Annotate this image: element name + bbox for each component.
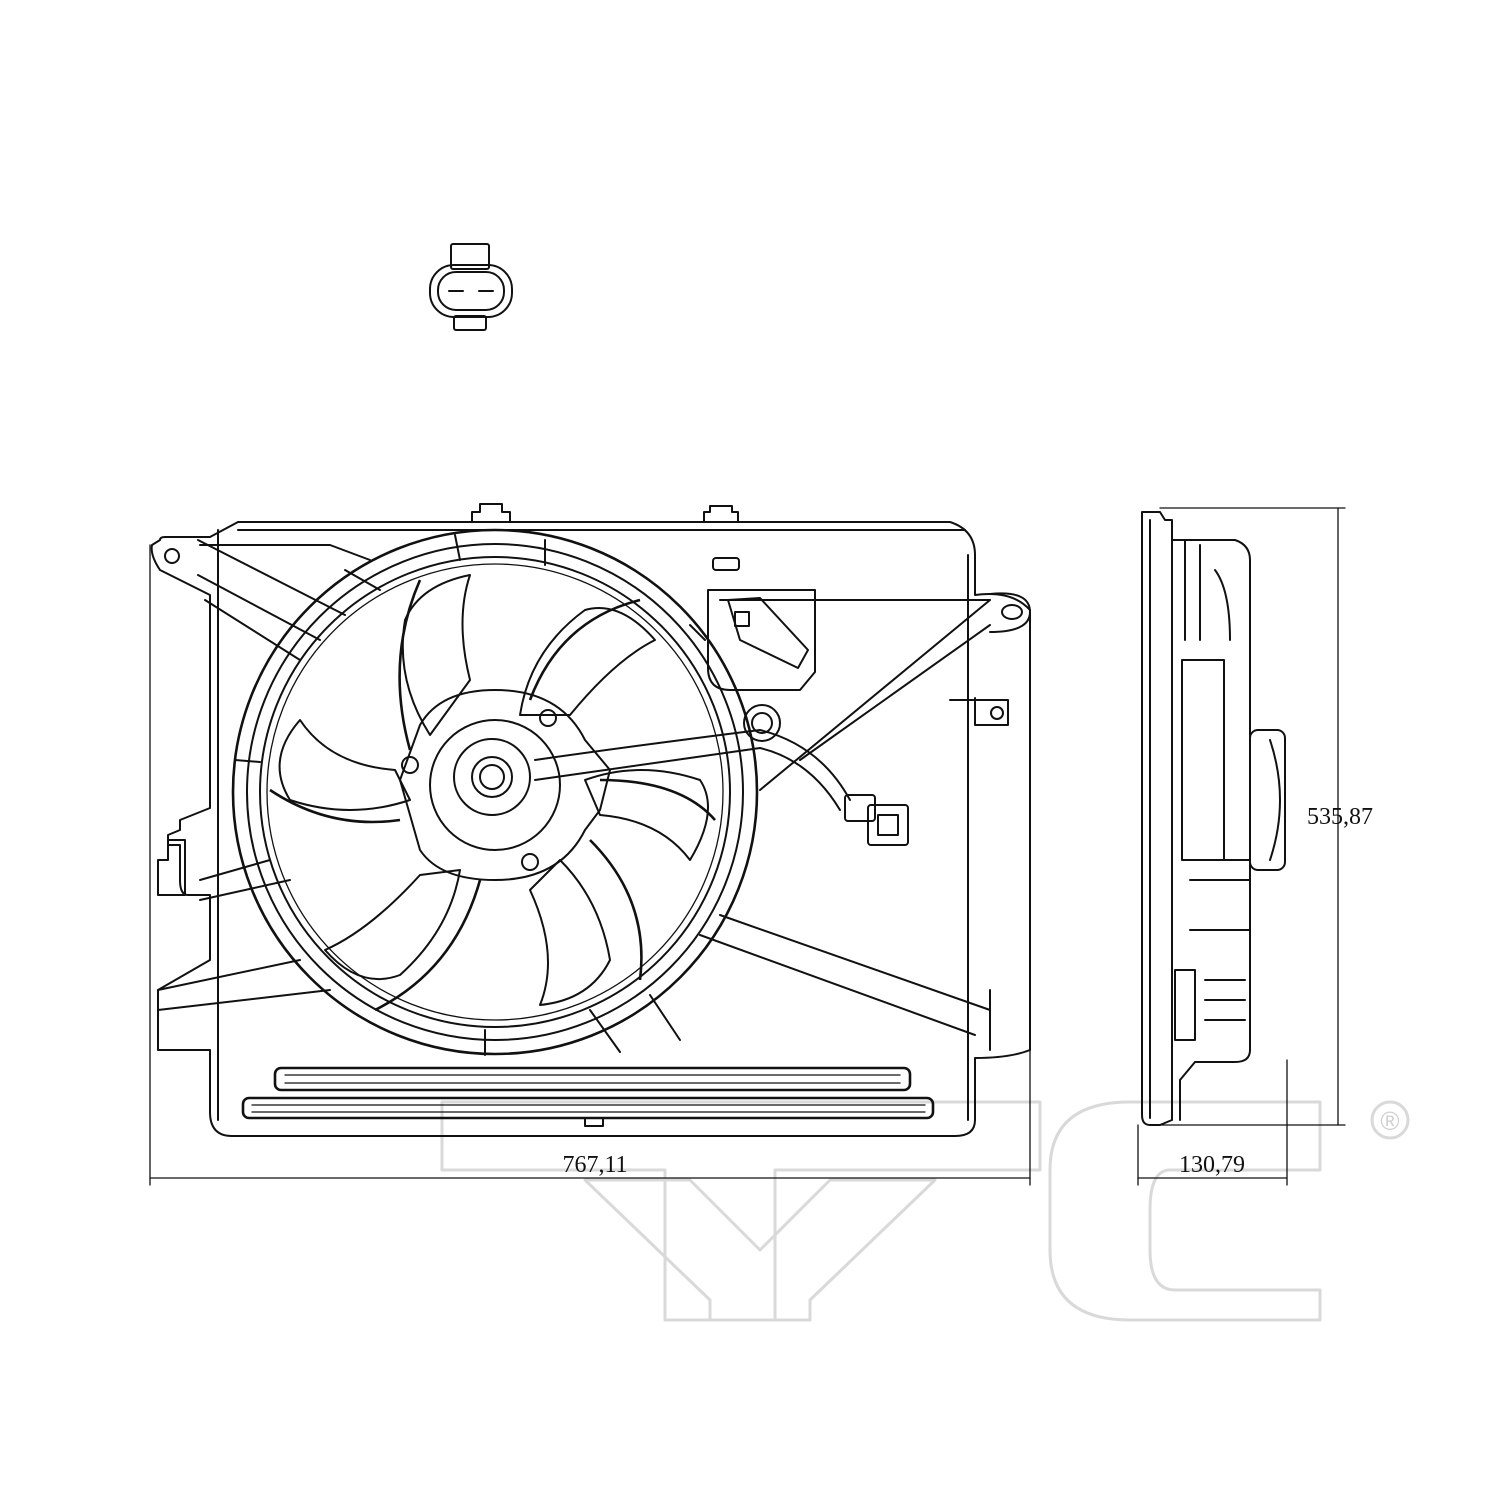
fan-rotor	[231, 528, 909, 1056]
fan-blades	[278, 574, 709, 1006]
width-dimension-label: 767,11	[562, 1152, 627, 1178]
fan-shroud-front-view	[150, 503, 1031, 1137]
depth-dimension-label: 130,79	[1179, 1152, 1245, 1178]
electrical-connector-icon	[429, 243, 513, 331]
height-dimension-label: 535,87	[1307, 804, 1373, 830]
dimension-lines	[149, 507, 1346, 1186]
registered-mark: ®	[1380, 1106, 1399, 1136]
tyc-watermark: ®	[440, 1100, 1410, 1322]
resistor-module-icon	[707, 589, 816, 742]
fan-assembly-side-view	[1141, 511, 1286, 1126]
